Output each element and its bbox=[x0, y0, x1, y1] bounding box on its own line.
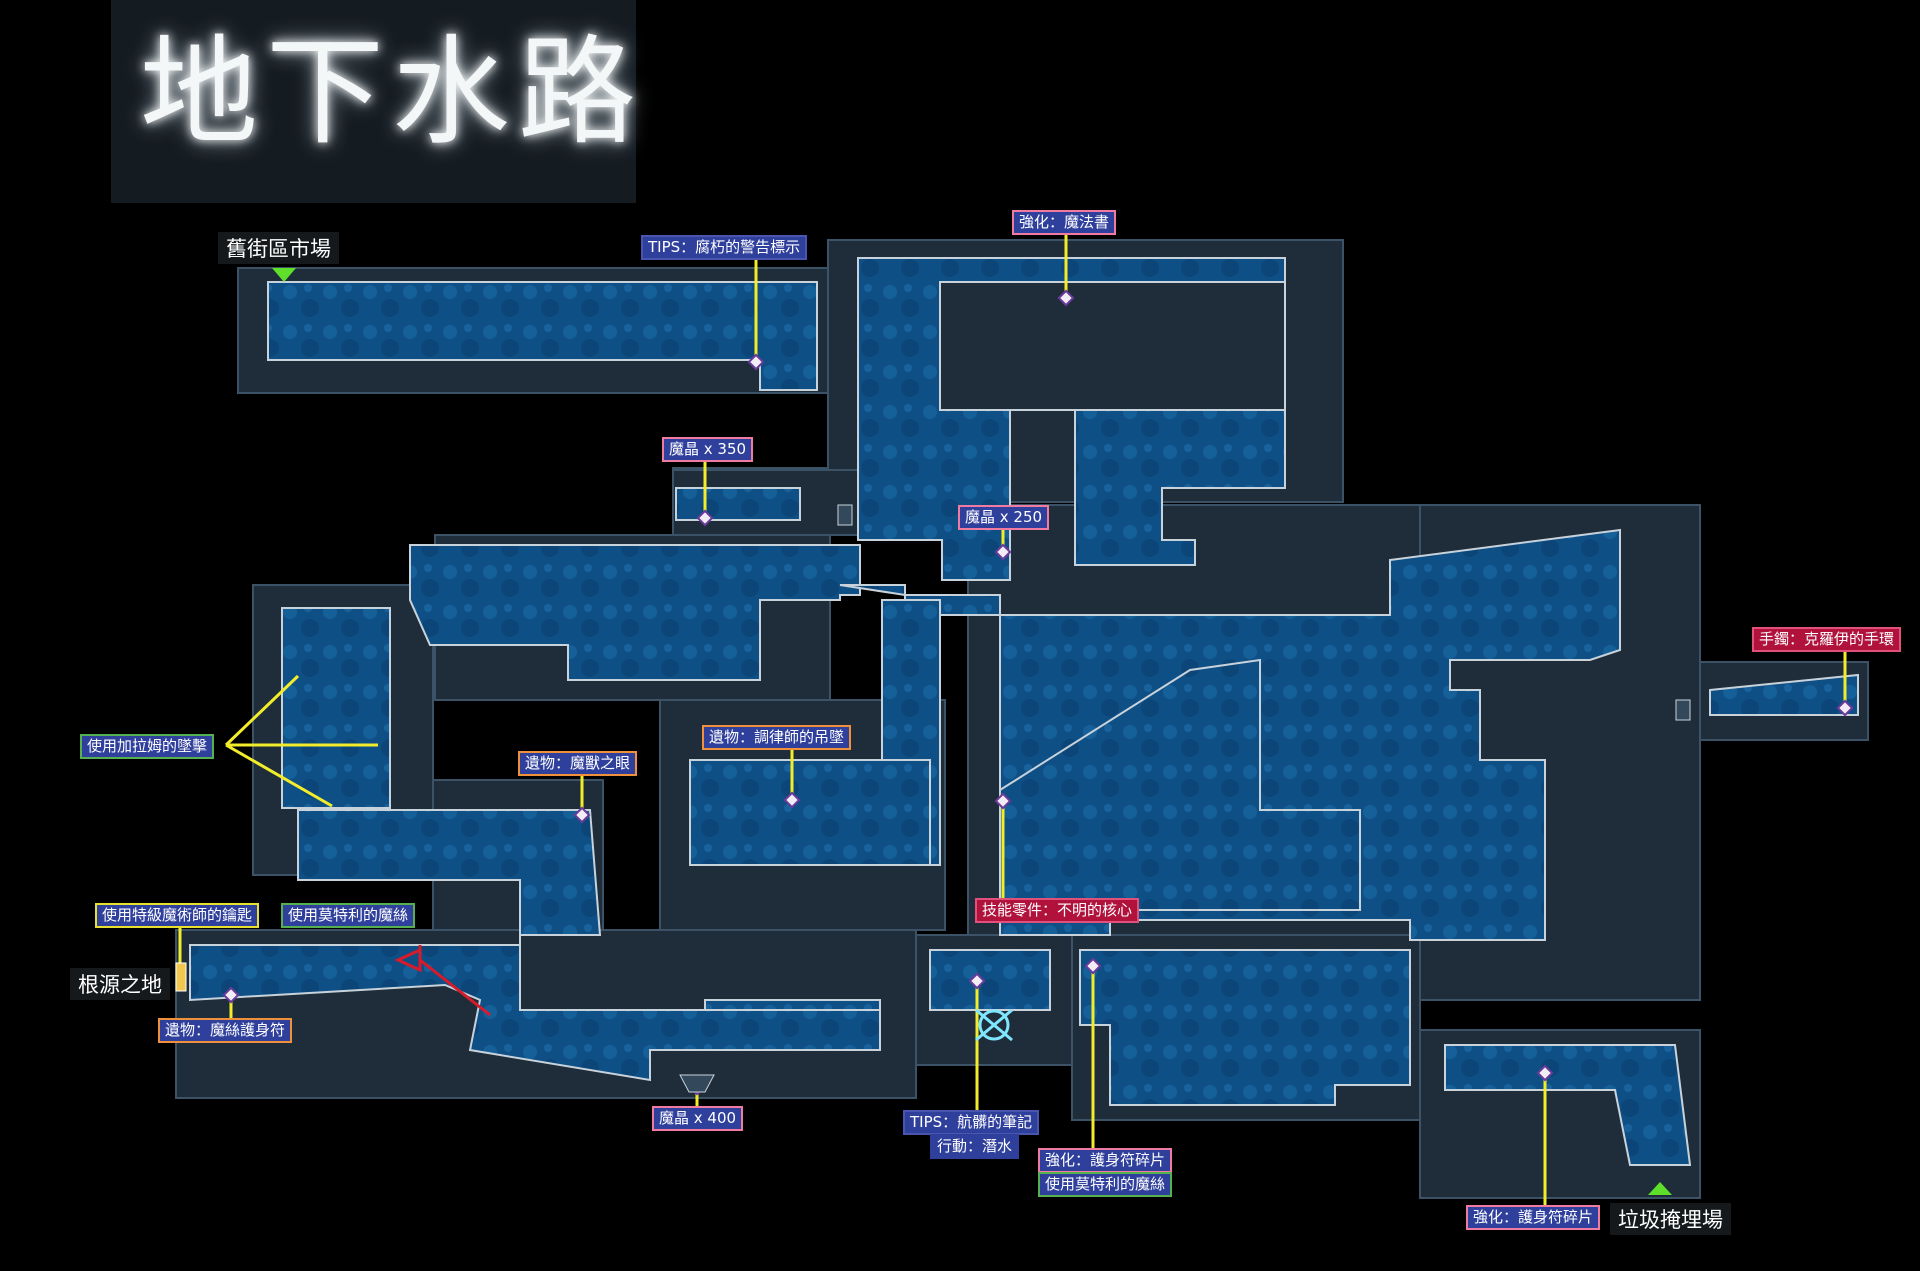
map-title-panel bbox=[111, 0, 636, 203]
item-diamond-icon bbox=[1084, 957, 1102, 975]
item-diamond-icon bbox=[994, 792, 1012, 810]
blocked-arrow-icon bbox=[394, 945, 491, 1017]
label-crystal-250[interactable]: 魔晶 x 250 bbox=[958, 505, 1050, 530]
item-diamond-icon bbox=[994, 543, 1012, 561]
item-diamond-icon bbox=[1536, 1064, 1554, 1082]
door-icon[interactable] bbox=[175, 962, 187, 992]
place-root-land: 根源之地 bbox=[70, 968, 170, 1000]
save-crystal-icon[interactable] bbox=[975, 1008, 1013, 1042]
grate-icon bbox=[679, 504, 1691, 1093]
label-upgrade-amulet-fragment-1[interactable]: 強化：護身符碎片 bbox=[1038, 1148, 1173, 1173]
item-diamond-icon bbox=[968, 972, 986, 990]
item-diamond-icon bbox=[573, 806, 591, 824]
label-relic-tuner-pendant[interactable]: 遺物：調律師的吊墜 bbox=[702, 725, 852, 750]
label-upgrade-spellbook[interactable]: 強化：魔法書 bbox=[1012, 210, 1117, 235]
item-diamond-icon bbox=[1057, 289, 1075, 307]
label-bracelet[interactable]: 手鐲：克羅伊的手環 bbox=[1752, 627, 1902, 652]
place-garbage-dump: 垃圾掩埋場 bbox=[1610, 1203, 1731, 1235]
label-use-motley-thread-2[interactable]: 使用莫特利的魔絲 bbox=[1038, 1172, 1173, 1197]
water-corridors bbox=[189, 257, 1859, 1166]
item-markers[interactable] bbox=[222, 289, 1854, 1096]
map-title: 地下水路 bbox=[140, 23, 645, 161]
item-diamond-icon bbox=[222, 986, 240, 1004]
label-tips-navigator-notes[interactable]: TIPS：航髒的筆記 bbox=[903, 1110, 1040, 1135]
label-garam-drop[interactable]: 使用加拉姆的墜擊 bbox=[80, 734, 215, 759]
label-upgrade-amulet-fragment-2[interactable]: 強化：護身符碎片 bbox=[1466, 1205, 1601, 1230]
item-diamond-icon bbox=[783, 791, 801, 809]
exit-arrow-icon[interactable] bbox=[1648, 1182, 1672, 1195]
item-diamond-icon bbox=[696, 509, 714, 527]
item-diamond-icon bbox=[1836, 699, 1854, 717]
label-crystal-350[interactable]: 魔晶 x 350 bbox=[662, 437, 754, 462]
label-action-dive[interactable]: 行動：潛水 bbox=[930, 1134, 1020, 1159]
label-relic-thread-amulet[interactable]: 遺物：魔絲護身符 bbox=[158, 1018, 293, 1043]
label-skill-unknown-core[interactable]: 技能零件：不明的核心 bbox=[975, 898, 1140, 923]
label-use-motley-thread-1[interactable]: 使用莫特利的魔絲 bbox=[281, 903, 416, 928]
label-crystal-400[interactable]: 魔晶 x 400 bbox=[652, 1106, 744, 1131]
item-diamond-icon bbox=[747, 353, 765, 371]
label-use-special-key[interactable]: 使用特級魔術師的鑰匙 bbox=[95, 903, 260, 928]
label-relic-beast-eye[interactable]: 遺物：魔獸之眼 bbox=[518, 751, 638, 776]
exit-arrow-icon[interactable] bbox=[272, 268, 296, 282]
label-tips-warning[interactable]: TIPS：腐朽的警告標示 bbox=[641, 235, 808, 260]
place-old-market: 舊街區市場 bbox=[218, 232, 339, 264]
